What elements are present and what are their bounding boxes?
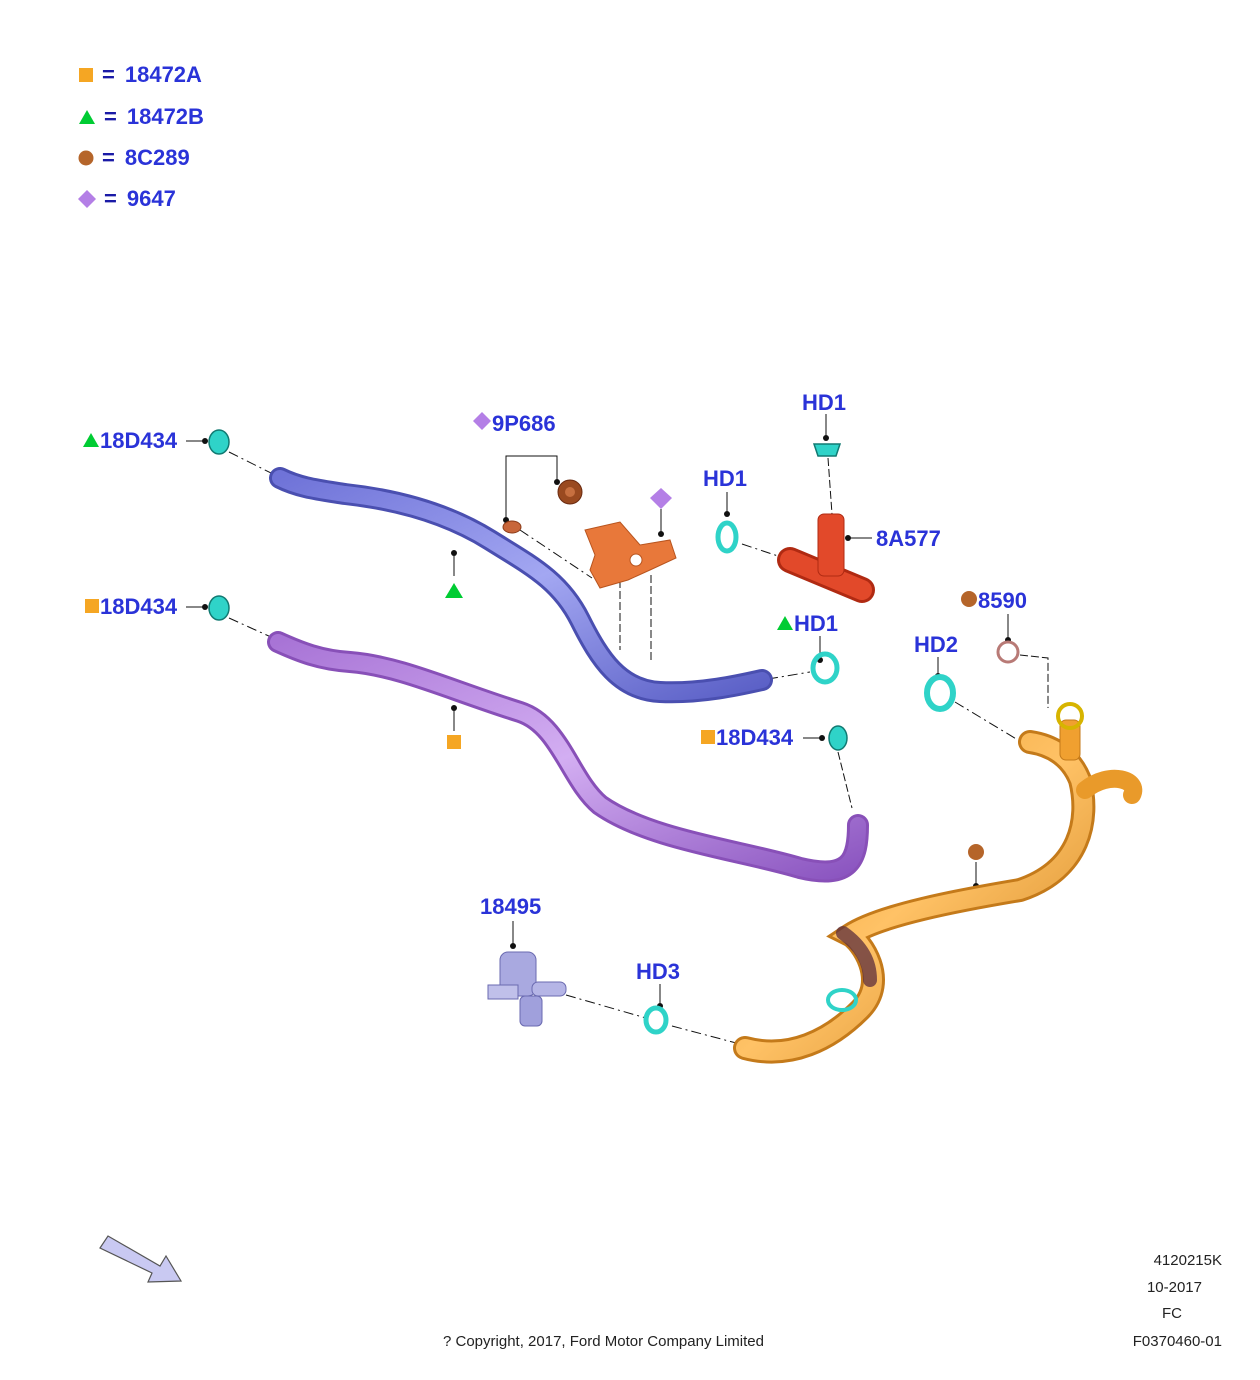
label-18d434-upper: 18D434: [82, 428, 177, 454]
label-9p686: 9P686: [472, 411, 556, 437]
label-hd3: HD3: [636, 959, 681, 984]
ref-figure-id: F0370460-01: [1132, 1333, 1222, 1350]
legend-equals: =: [102, 145, 115, 170]
square-icon: [85, 599, 99, 613]
circle-marker-icon: [968, 844, 984, 860]
legend-row-18472b: = 18472B: [78, 104, 204, 130]
o-ring-8590: [996, 640, 1020, 664]
ref-date: 10-2017: [1146, 1279, 1202, 1296]
triangle-icon: [79, 110, 95, 124]
legend-equals: =: [104, 186, 117, 211]
copyright-notice: ? Copyright, 2017, Ford Motor Company Li…: [443, 1333, 764, 1350]
legend-row-18472a: = 18472A: [78, 62, 202, 88]
legend-equals: =: [102, 62, 115, 87]
legend-code: 18472A: [124, 62, 202, 87]
triangle-icon: [777, 616, 793, 630]
valve-18495: [487, 951, 567, 1027]
triangle-marker-icon: [445, 583, 463, 598]
label-18d434-lower: 18D434: [84, 594, 177, 620]
legend-equals: =: [104, 104, 117, 129]
square-icon: [701, 730, 715, 744]
square-marker-icon: [447, 735, 461, 749]
legend-code: 8C289: [124, 145, 190, 170]
diamond-marker-icon: [650, 488, 672, 509]
label-8590: 8590: [960, 588, 1027, 614]
label-8a577: 8A577: [876, 526, 941, 551]
legend-row-8c289: = 8C289: [78, 145, 190, 171]
legend-code: 9647: [126, 186, 176, 211]
label-hd1-top: HD1: [802, 390, 847, 415]
legend-row-9647: = 9647: [78, 186, 176, 212]
orange-hose: [733, 730, 1096, 1064]
tee-8a577: [777, 513, 875, 603]
leader-lines: [186, 414, 1049, 1045]
orientation-arrow-icon: [99, 1235, 183, 1283]
diamond-icon: [78, 190, 96, 208]
triangle-icon: [83, 433, 99, 447]
label-18495: 18495: [480, 894, 542, 919]
legend-code: 18472B: [126, 104, 204, 129]
square-icon: [79, 68, 93, 82]
circle-icon: [961, 591, 977, 607]
label-hd2: HD2: [914, 632, 959, 657]
ref-part-number: 4120215K: [1153, 1252, 1222, 1269]
push-pin: [502, 520, 522, 534]
label-18d434-right: 18D434: [700, 725, 793, 751]
circle-icon: [78, 150, 94, 166]
bracket-9p686: [584, 521, 677, 589]
label-hd1-left: HD1: [703, 466, 748, 491]
diamond-icon: [473, 412, 491, 430]
ref-code: FC: [1162, 1305, 1182, 1322]
label-hd1-right: HD1: [776, 611, 838, 637]
clamps: [208, 429, 956, 1035]
